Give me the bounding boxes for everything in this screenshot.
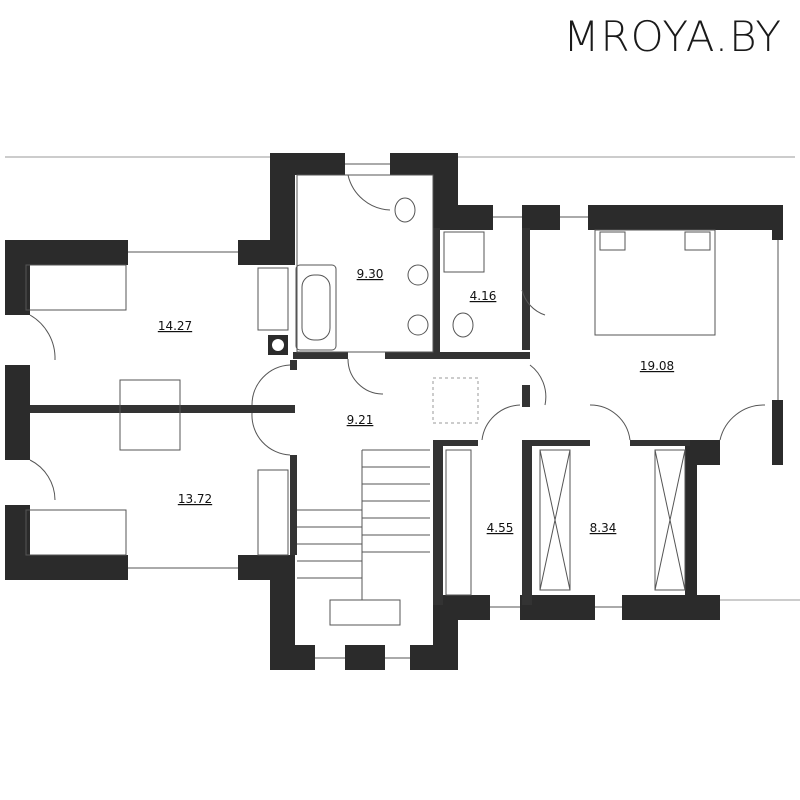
desk-icon [119, 379, 181, 451]
room-area-bathroom: 9.30 [357, 267, 384, 281]
doors [29, 174, 766, 501]
bathroom-outline [296, 174, 434, 353]
exterior-walls [5, 153, 783, 670]
room-area-laundry: 4.55 [487, 521, 514, 535]
double-bed-icon [594, 229, 716, 336]
sink-icon [407, 264, 429, 286]
wc-toilet-icon [452, 312, 474, 338]
room-area-wc: 4.16 [470, 289, 497, 303]
windows [128, 163, 779, 659]
skylight-icon [432, 377, 479, 424]
wardrobe-right-icon [654, 449, 686, 591]
furniture [25, 174, 716, 596]
boiler-icon [272, 339, 284, 351]
room-area-bedroom-top-left: 14.27 [158, 319, 192, 333]
bed-top-left-icon [25, 264, 127, 311]
interior-walls [30, 228, 690, 605]
bathtub-icon [295, 264, 337, 351]
bed-bottom-left-icon [25, 509, 127, 556]
wardrobe-left-icon [539, 449, 571, 591]
room-area-dressing-room: 8.34 [590, 521, 617, 535]
room-area-hall: 9.21 [347, 413, 374, 427]
staircase [297, 449, 430, 626]
room-area-master-bedroom: 19.08 [640, 359, 674, 373]
brand-logo: MROYA.BY [563, 12, 782, 61]
toilet-icon [394, 197, 416, 223]
room-area-bedroom-bottom-left: 13.72 [178, 492, 212, 506]
